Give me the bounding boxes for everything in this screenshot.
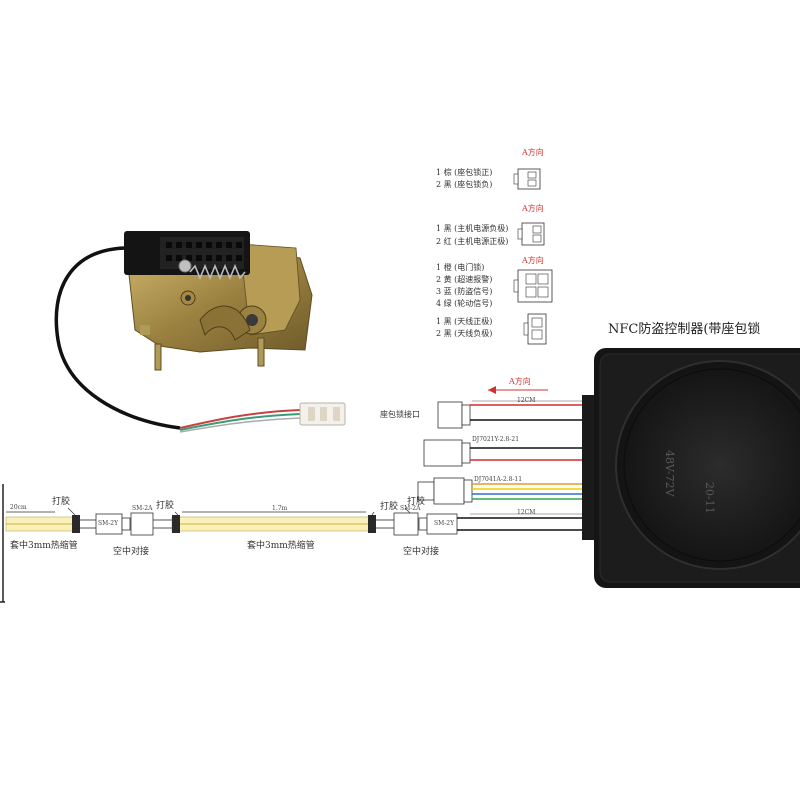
connector-2pin-icon bbox=[517, 222, 545, 246]
butt-joint-right-label: 空中对接 bbox=[403, 547, 440, 557]
length-1-7m-label: 1.7m bbox=[272, 505, 288, 512]
bottom-harness bbox=[5, 507, 458, 536]
connector-icons bbox=[513, 168, 553, 345]
connector-4pin-icon bbox=[513, 269, 553, 303]
connector-3-pin-2: 2 黄 (超速报警) bbox=[436, 275, 493, 284]
connector-2-pin-1: 1 黑 (主机电源负极) bbox=[436, 224, 509, 233]
connector-1-pin-1: 1 棕 (座包锁正) bbox=[436, 168, 493, 177]
part-signal-label: DJ7041A-2.8-11 bbox=[474, 476, 523, 483]
connector-3-pin-3: 3 蓝 (防盗信号) bbox=[436, 287, 493, 296]
connector-3-pin-4: 4 绿 (轮动信号) bbox=[436, 299, 493, 308]
controller-wires bbox=[417, 386, 590, 531]
connector-3-direction: A方向 bbox=[522, 256, 544, 265]
length-bottom-label: 12CM bbox=[517, 509, 536, 516]
dajiao-label-2: 打胶 bbox=[156, 501, 175, 511]
controller-voltage-label: 48V-72V bbox=[663, 450, 676, 497]
dajiao-label-1: 打胶 bbox=[52, 497, 71, 507]
connector-1-direction: A方向 bbox=[522, 148, 544, 157]
sm2a-right-label: SM-2A bbox=[400, 505, 421, 512]
length-20cm-label: 20cm bbox=[10, 504, 27, 511]
sm2a-left-label: SM-2A bbox=[132, 505, 153, 512]
connector-2pin-icon bbox=[513, 168, 541, 190]
connector-2pin-icon bbox=[523, 313, 547, 345]
connector-2-direction: A方向 bbox=[522, 204, 544, 213]
sm2y-right-label: SM-2Y bbox=[434, 520, 455, 527]
length-top-label: 12CM bbox=[517, 397, 536, 404]
part-power-label: DJ7021Y-2.8-21 bbox=[472, 436, 520, 443]
connector-2-pin-2: 2 红 (主机电源正极) bbox=[436, 237, 509, 246]
dajiao-label-3: 打胶 bbox=[380, 502, 399, 512]
tube-mid-label: 套中3mm热缩管 bbox=[247, 541, 315, 551]
connector-4-pin-2: 2 黑 (天线负极) bbox=[436, 329, 493, 338]
sm2y-left-label: SM-2Y bbox=[98, 520, 119, 527]
connector-4-pin-1: 1 黑 (天线正极) bbox=[436, 317, 493, 326]
connector-1-pin-2: 2 黑 (座包锁负) bbox=[436, 180, 493, 189]
connector-3-pin-1: 1 橙 (电门锁) bbox=[436, 263, 485, 272]
seat-lock-port-label: 座包锁接口 bbox=[380, 410, 420, 419]
controller-title: NFC防盗控制器(带座包锁 bbox=[608, 322, 761, 337]
dajiao-label-4: 打胶 bbox=[407, 497, 426, 507]
seat-lock-photo bbox=[54, 231, 346, 433]
controller-box bbox=[582, 348, 800, 588]
left-bracket bbox=[0, 484, 5, 603]
controller-date-label: 20-11 bbox=[703, 482, 716, 514]
butt-joint-left-label: 空中对接 bbox=[113, 547, 150, 557]
direction-arrow-label: A方向 bbox=[509, 377, 531, 386]
tube-left-label: 套中3mm热缩管 bbox=[10, 541, 78, 551]
